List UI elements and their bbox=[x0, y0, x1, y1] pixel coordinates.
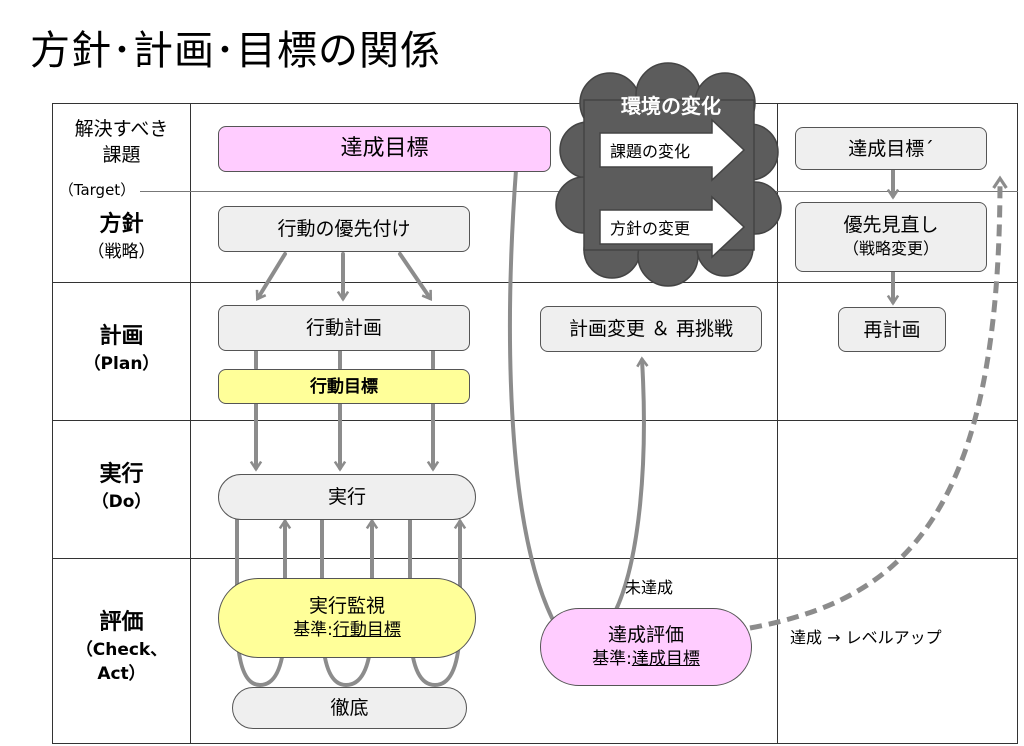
grid-border-top bbox=[52, 103, 1018, 104]
node-priority-review: 優先見直し （戦略変更） bbox=[795, 202, 987, 272]
policy-change-label: 方針の変更 bbox=[610, 219, 691, 238]
label-achieved-levelup: 達成 → レベルアップ bbox=[790, 628, 942, 647]
grid-border-bottom bbox=[52, 743, 1018, 744]
row-label-plan: 計画 （Plan） bbox=[83, 324, 160, 374]
node-achievement-evaluation: 達成評価 基準:達成目標 bbox=[540, 608, 752, 686]
row-label-policy: 方針 （戦略） bbox=[87, 212, 156, 262]
node-thorough: 徹底 bbox=[232, 687, 467, 729]
node-action-prioritization: 行動の優先付け bbox=[218, 206, 470, 252]
node-execution-monitoring: 実行監視 基準:行動目標 bbox=[218, 578, 476, 658]
node-action-plan: 行動計画 bbox=[218, 305, 470, 351]
grid-border-left bbox=[52, 103, 53, 744]
grid-border-right bbox=[1017, 103, 1018, 744]
node-replan: 再計画 bbox=[838, 307, 946, 352]
grid-col-divider-1 bbox=[190, 103, 191, 744]
monitor-title: 実行監視 bbox=[308, 595, 385, 617]
node-execute: 実行 bbox=[218, 474, 476, 520]
row-label-target: 解決すべき 課題 bbox=[74, 118, 169, 166]
environment-change-title: 環境の変化 bbox=[621, 94, 721, 118]
evaluation-title: 達成評価 bbox=[607, 624, 684, 646]
row-label-check: 評価 （Check、 Act） bbox=[75, 610, 168, 684]
node-achievement-goal: 達成目標 bbox=[218, 126, 551, 172]
row-label-target-sub: （Target） bbox=[58, 181, 136, 199]
node-achievement-goal-prime: 達成目標´ bbox=[795, 127, 987, 170]
issue-change-label: 課題の変化 bbox=[610, 142, 691, 161]
node-replan-retry: 計画変更 ＆ 再挑戦 bbox=[540, 306, 762, 352]
monitor-basis: 基準:行動目標 bbox=[293, 620, 401, 640]
evaluation-basis: 基準:達成目標 bbox=[592, 649, 700, 669]
node-action-goal: 行動目標 bbox=[218, 369, 470, 404]
row-label-do: 実行 （Do） bbox=[91, 462, 152, 512]
page-title: 方針･計画･目標の関係 bbox=[30, 28, 441, 74]
label-not-achieved: 未達成 bbox=[625, 578, 674, 597]
